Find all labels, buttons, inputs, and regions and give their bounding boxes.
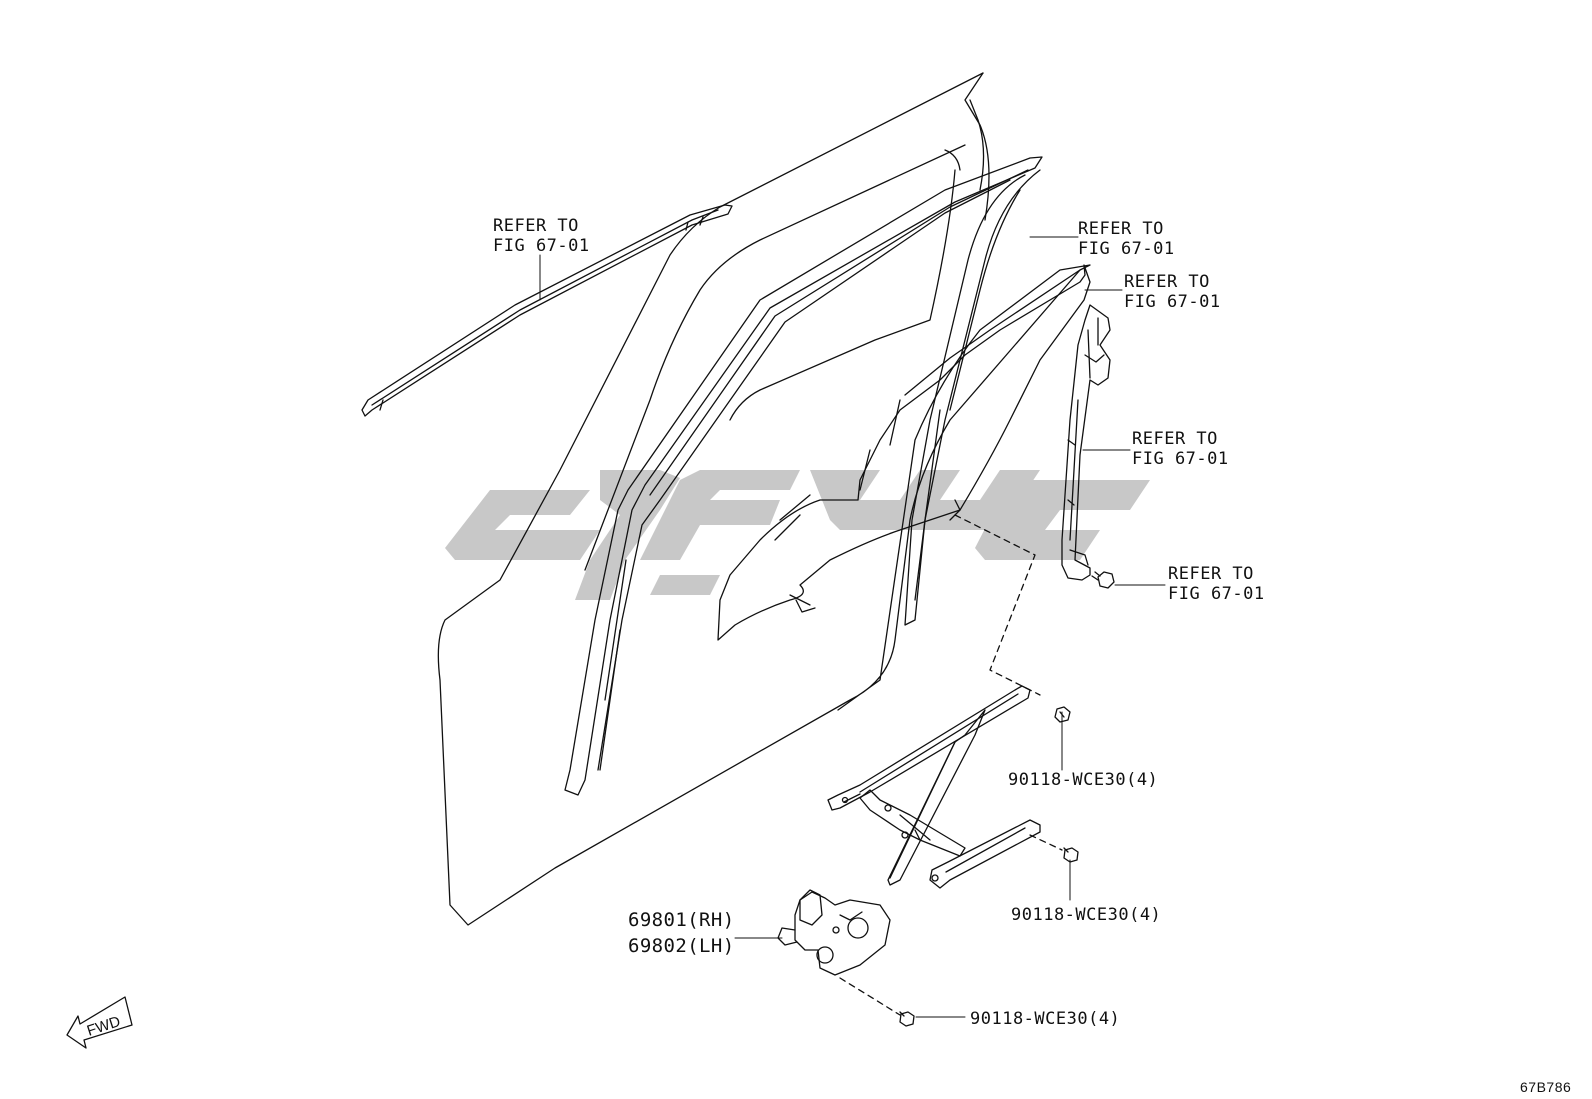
belt-moulding bbox=[361, 204, 733, 417]
refer-callout-glass-run: REFER TO FIG 67-01 bbox=[1078, 219, 1175, 259]
refer-callout-glass: REFER TO FIG 67-01 bbox=[1124, 272, 1221, 312]
fwd-arrow-icon: FWD bbox=[66, 996, 133, 1049]
rear-channel-bracket bbox=[1061, 304, 1111, 581]
refer-line-1: REFER TO bbox=[1078, 219, 1164, 239]
bolt-part-number-upper: 90118-WCE30(4) bbox=[1008, 770, 1159, 790]
refer-line-2: FIG 67-01 bbox=[1132, 449, 1229, 469]
refer-line-2: FIG 67-01 bbox=[1168, 584, 1265, 604]
glass-run-channel bbox=[564, 156, 1043, 796]
refer-line-1: REFER TO bbox=[1168, 564, 1254, 584]
figure-code: 67B786 bbox=[1520, 1079, 1572, 1095]
bolt-icon bbox=[1091, 571, 1115, 589]
bolt-icon bbox=[899, 706, 1079, 1027]
refer-line-2: FIG 67-01 bbox=[493, 236, 590, 256]
refer-line-1: REFER TO bbox=[493, 216, 579, 236]
regulator-part-number-lh: 69802(LH) bbox=[628, 935, 735, 957]
bolt-part-number-middle: 90118-WCE30(4) bbox=[1011, 905, 1162, 925]
refer-line-1: REFER TO bbox=[1132, 429, 1218, 449]
refer-callout-belt-moulding: REFER TO FIG 67-01 bbox=[493, 216, 590, 256]
refer-callout-rear-channel: REFER TO FIG 67-01 bbox=[1132, 429, 1229, 469]
refer-line-2: FIG 67-01 bbox=[1124, 292, 1221, 312]
door-frame bbox=[584, 144, 966, 571]
refer-line-1: REFER TO bbox=[1124, 272, 1210, 292]
callout-leaders bbox=[539, 236, 1166, 1018]
window-regulator bbox=[827, 685, 1041, 889]
refer-line-2: FIG 67-01 bbox=[1078, 239, 1175, 259]
watermark-logo bbox=[445, 470, 1150, 600]
door-glass bbox=[717, 264, 1091, 641]
bolt-part-number-lower: 90118-WCE30(4) bbox=[970, 1009, 1121, 1029]
regulator-part-number-rh: 69801(RH) bbox=[628, 909, 735, 931]
refer-callout-bolt: REFER TO FIG 67-01 bbox=[1168, 564, 1265, 604]
dashed-leader-lines bbox=[839, 514, 1063, 1016]
window-regulator-motor-icon bbox=[777, 889, 891, 976]
